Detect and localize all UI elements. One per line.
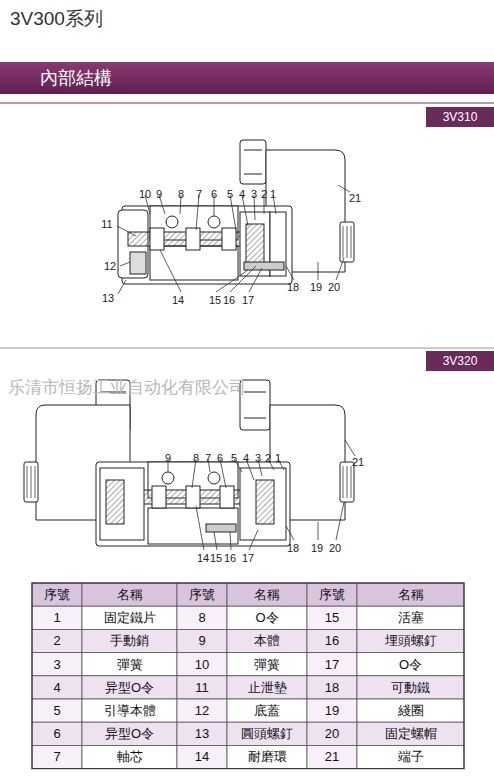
table-cell: O令 (227, 606, 307, 629)
callout-number: 14 (197, 552, 209, 564)
table-cell: 18 (307, 676, 357, 699)
callout-number: 6 (217, 452, 223, 464)
table-cell: 止泄墊 (227, 676, 307, 699)
table-header: 序號 (32, 583, 82, 606)
section-band: 內部結構 (0, 62, 494, 94)
callout-number: 11 (101, 218, 112, 230)
callout-number: 9 (156, 188, 162, 200)
callout-number: 7 (196, 188, 202, 200)
callout-number: 20 (328, 281, 340, 293)
callout-number: 16 (223, 294, 235, 306)
callout-number: 18 (287, 542, 299, 554)
model-tag: 3V320 (426, 351, 494, 371)
table-cell: O令 (357, 653, 464, 676)
callout-number: 19 (310, 281, 322, 293)
table-cell: 彈簧 (227, 653, 307, 676)
table-cell: 19 (307, 699, 357, 722)
table-header: 名稱 (82, 583, 177, 606)
callout-number: 21 (349, 192, 361, 204)
table-cell: 1 (32, 606, 82, 629)
callout-number: 16 (224, 552, 236, 564)
table-header: 序號 (177, 583, 227, 606)
table-header: 序號 (307, 583, 357, 606)
table-cell: 手動銷 (82, 629, 177, 652)
table-cell: 14 (177, 745, 227, 768)
table-cell: 5 (32, 699, 82, 722)
table-cell: 异型O令 (82, 722, 177, 745)
table-cell: 9 (177, 629, 227, 652)
table-cell: 圓頭螺釘 (227, 722, 307, 745)
table-cell: 21 (307, 745, 357, 768)
table-cell: 引導本體 (82, 699, 177, 722)
table-cell: 7 (32, 745, 82, 768)
callout-number: 2 (265, 452, 271, 464)
table-cell: 活塞 (357, 606, 464, 629)
table-cell: 20 (307, 722, 357, 745)
callout-number: 14 (172, 294, 184, 306)
table-cell: 彈簧 (82, 653, 177, 676)
model-tag: 3V310 (426, 107, 494, 127)
callout-number: 9 (165, 452, 171, 464)
table-cell: 軸芯 (82, 745, 177, 768)
table-cell: 固定鐵片 (82, 606, 177, 629)
node-text: 3V320 (443, 354, 478, 368)
table-cell: 16 (307, 629, 357, 652)
table-header: 名稱 (357, 583, 464, 606)
table-cell: 13 (177, 722, 227, 745)
table-cell: 异型O令 (82, 676, 177, 699)
table-cell: 2 (32, 629, 82, 652)
table-cell: 8 (177, 606, 227, 629)
callout-number: 6 (211, 188, 217, 200)
callout-number: 17 (242, 294, 254, 306)
table-header: 名稱 (227, 583, 307, 606)
callout-number: 2 (261, 188, 267, 200)
table-cell: 埋頭螺釘 (357, 629, 464, 652)
callout-number: 1 (275, 452, 281, 464)
watermark: 乐清市恒扬工业自动化有限公司 (8, 376, 246, 399)
callout-number: 5 (227, 188, 233, 200)
callout-number: 10 (139, 188, 151, 200)
table-cell: 可動鐵 (357, 676, 464, 699)
callout-number: 17 (242, 552, 254, 564)
callout-number: 15 (209, 294, 221, 306)
callout-number: 7 (205, 452, 211, 464)
table-cell: 綫圈 (357, 699, 464, 722)
callout-number: 13 (102, 292, 114, 304)
table-cell: 本體 (227, 629, 307, 652)
callout-number: 8 (178, 188, 184, 200)
table-cell: 3 (32, 653, 82, 676)
callout-number: 15 (210, 552, 222, 564)
callout-number: 4 (243, 452, 249, 464)
table-cell: 固定螺帽 (357, 722, 464, 745)
callout-number: 19 (311, 542, 323, 554)
callout-number: 8 (193, 452, 199, 464)
table-cell: 4 (32, 676, 82, 699)
callout-number: 3 (255, 452, 261, 464)
table-cell: 11 (177, 676, 227, 699)
page-title: 3V300系列 (10, 6, 103, 32)
table-cell: 15 (307, 606, 357, 629)
node-text: 3V310 (443, 110, 478, 124)
table-cell: 12 (177, 699, 227, 722)
callout-number: 20 (329, 542, 341, 554)
callout-number: 3 (251, 188, 257, 200)
table-cell: 17 (307, 653, 357, 676)
callout-number: 1 (270, 188, 276, 200)
table-cell: 10 (177, 653, 227, 676)
callout-number: 4 (239, 188, 245, 200)
table-cell: 6 (32, 722, 82, 745)
table-cell: 耐磨環 (227, 745, 307, 768)
callout-number: 12 (104, 260, 116, 272)
callout-number: 18 (287, 281, 299, 293)
node-text: 內部結構 (40, 66, 112, 90)
table-cell: 底蓋 (227, 699, 307, 722)
callout-number: 5 (231, 452, 237, 464)
table-cell: 端子 (357, 745, 464, 768)
callout-number: 21 (352, 456, 364, 468)
